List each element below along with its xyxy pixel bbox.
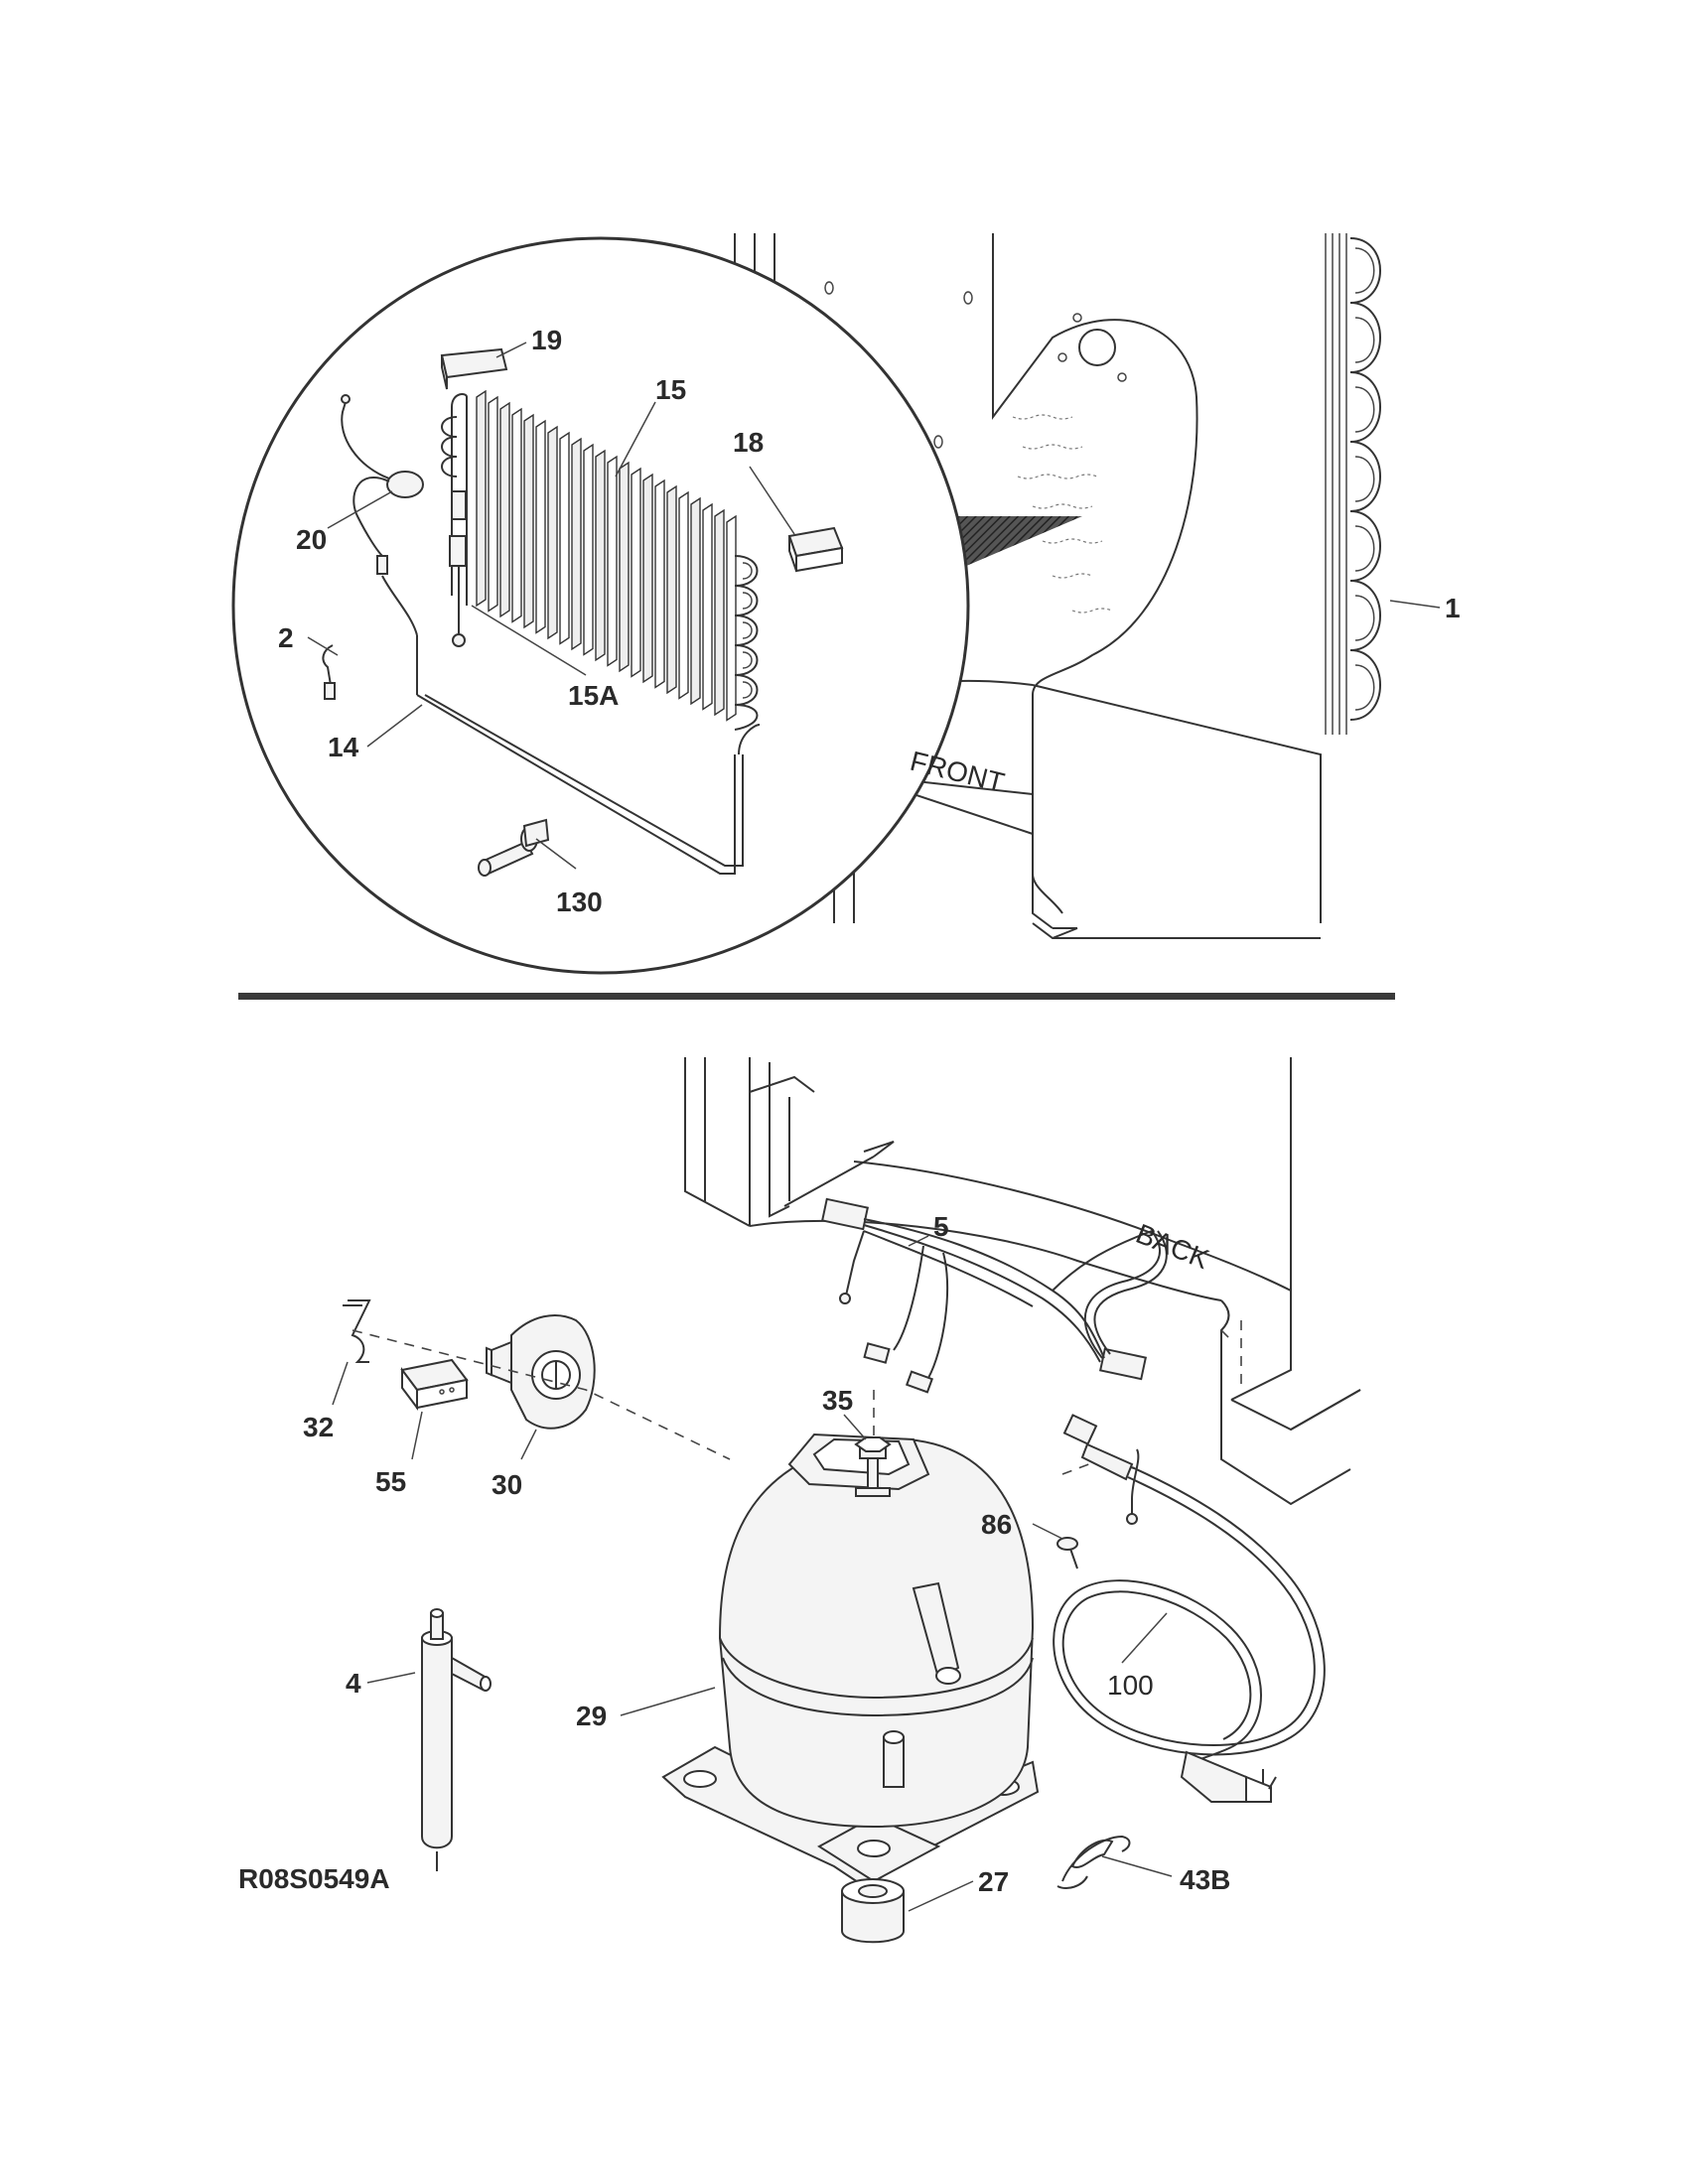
- part-130-pin: [478, 818, 550, 877]
- callout-86: 86: [981, 1509, 1012, 1540]
- callout-30: 30: [492, 1469, 522, 1500]
- callout-18: 18: [733, 427, 764, 458]
- callout-14: 14: [328, 732, 359, 762]
- evaporator-fin: [726, 514, 737, 722]
- evaporator-fin: [714, 508, 725, 717]
- evaporator-fin: [607, 455, 618, 667]
- part-20-thermostat: [341, 394, 424, 636]
- leader-lines: [307, 341, 1441, 1912]
- part-30-overload: [486, 1314, 596, 1430]
- evaporator-fin: [499, 401, 510, 618]
- callout-2: 2: [278, 622, 294, 653]
- section-divider: [238, 993, 1395, 1000]
- callout-20: 20: [296, 524, 327, 555]
- evaporator-fin: [595, 449, 606, 662]
- part-4-drier: [421, 1608, 492, 1871]
- evaporator-fin: [583, 443, 594, 656]
- evaporator-fin: [571, 437, 582, 651]
- part-32-clip: [343, 1299, 371, 1363]
- part-27-grommet: [841, 1878, 905, 1944]
- back-label: BACK: [1132, 1218, 1214, 1275]
- evaporator-fin: [535, 419, 546, 634]
- callout-27: 27: [978, 1866, 1009, 1897]
- evaporator-fin: [642, 473, 653, 684]
- evaporator-fin: [559, 431, 570, 645]
- callout-29: 29: [576, 1701, 607, 1731]
- condenser-coil: [1325, 233, 1381, 735]
- evaporator-fin: [631, 467, 641, 678]
- evaporator-fin: [702, 502, 713, 711]
- evaporator-fin: [678, 490, 689, 700]
- callout-35: 35: [822, 1385, 853, 1416]
- part-35-bolt: [854, 1436, 892, 1497]
- evaporator: [441, 389, 759, 731]
- part-5-harness: [820, 1197, 1168, 1394]
- front-label: FRONT: [908, 746, 1008, 798]
- part-14-heater: [416, 634, 761, 875]
- assembly-line-a: [352, 1329, 731, 1460]
- callout-130: 130: [556, 887, 603, 917]
- evaporator-fin: [619, 461, 630, 673]
- part-55-relay: [400, 1358, 469, 1411]
- part-29-compressor: [661, 1433, 1040, 1888]
- callout-100: 100: [1107, 1670, 1154, 1701]
- callout-labels: 1 2 14 15 15A 18 19 20 130 4 5 27 29 30 …: [278, 325, 1461, 1897]
- callout-4: 4: [346, 1668, 361, 1699]
- evaporator-fin: [523, 413, 534, 629]
- evaporator-fin: [654, 478, 665, 689]
- evaporator-fin: [511, 407, 522, 623]
- part-43B-clamp: [1056, 1835, 1131, 1889]
- evaporator-fin: [488, 395, 498, 613]
- callout-43B: 43B: [1180, 1864, 1230, 1895]
- part-19-block: [440, 347, 508, 390]
- part-18-block: [787, 526, 844, 573]
- callout-55: 55: [375, 1466, 406, 1497]
- callout-19: 19: [531, 325, 562, 355]
- evaporator-fin: [476, 389, 487, 608]
- callout-1: 1: [1445, 593, 1461, 623]
- cabinet-bottom: [684, 1057, 1361, 1506]
- callout-32: 32: [303, 1412, 334, 1442]
- evaporator-fin: [547, 425, 558, 640]
- callout-5: 5: [933, 1211, 949, 1242]
- part-86-screw: [1056, 1537, 1078, 1570]
- part-2-clip: [322, 644, 336, 700]
- evaporator-fin: [666, 484, 677, 695]
- evaporator-fin: [690, 496, 701, 706]
- diagram-id: R08S0549A: [238, 1863, 390, 1894]
- part-100-powercord: [1053, 1414, 1326, 1803]
- callout-15: 15: [655, 374, 686, 405]
- callout-15A: 15A: [568, 680, 619, 711]
